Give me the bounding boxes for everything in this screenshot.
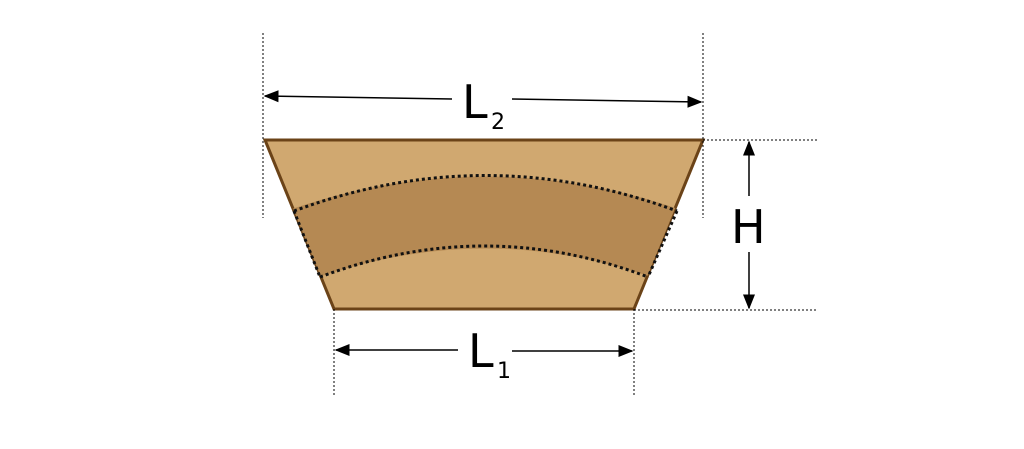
curved-band bbox=[280, 176, 690, 282]
label-l2: L bbox=[462, 75, 488, 129]
dimension-arrow-l2-right bbox=[511, 95, 703, 108]
label-l1-subscript: 1 bbox=[497, 359, 511, 384]
label-h: H bbox=[731, 200, 766, 254]
band-right-dotted-edge bbox=[646, 210, 679, 278]
band-top-dotted-edge bbox=[293, 174, 678, 213]
label-l1: L bbox=[468, 324, 494, 378]
band-bottom-dotted-edge bbox=[319, 244, 649, 279]
dimension-arrow-l2-left bbox=[263, 90, 453, 103]
label-l2-subscript: 2 bbox=[491, 110, 505, 135]
